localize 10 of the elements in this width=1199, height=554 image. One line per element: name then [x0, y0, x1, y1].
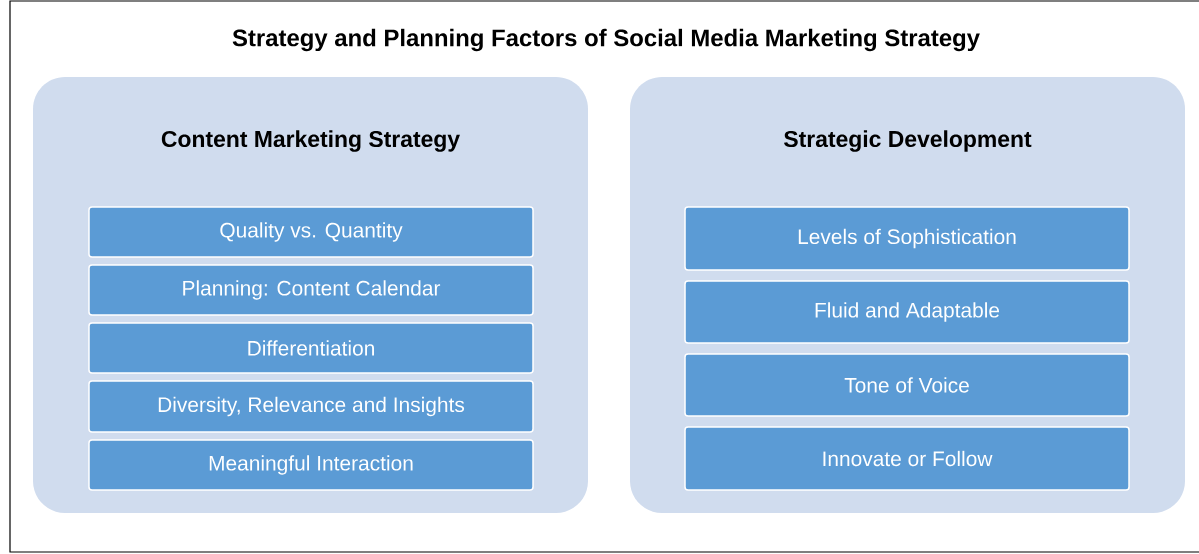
title: Strategy and Planning Factors of Social Media Marketing Strategy — [232, 28, 980, 52]
item-box: Levels of Sophistication — [684, 206, 1130, 271]
item-box: Differentiation — [88, 322, 534, 374]
item-box: Fluid and Adaptable — [684, 280, 1130, 344]
item-box: Innovate or Follow — [684, 426, 1130, 491]
item-box: Planning: Content Calendar — [88, 264, 534, 316]
item-box: Tone of Voice — [684, 353, 1130, 417]
item-box: Meaningful Interaction — [88, 439, 534, 491]
item-box: Diversity, Relevance and Insights — [88, 380, 534, 433]
item-box: Quality vs. Quantity — [88, 206, 534, 258]
